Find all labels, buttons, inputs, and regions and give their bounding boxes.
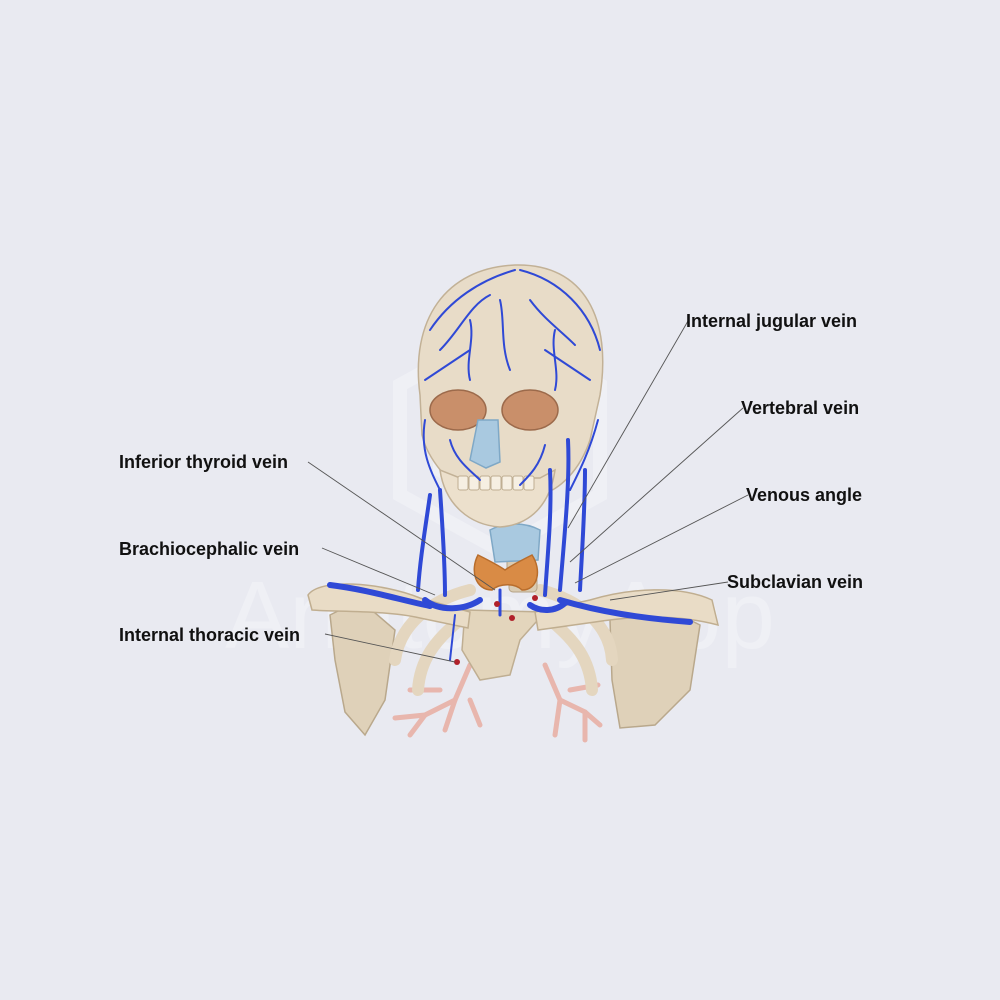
label-venous-angle: Venous angle [746,485,863,505]
label-vertebral-vein: Vertebral vein [741,398,860,418]
right-subclavian [327,582,433,609]
leader-subclavian [609,581,729,601]
leader-brachiocephalic [321,547,436,596]
internal-thoracic [449,614,456,661]
thyroid-gland [473,554,539,591]
nasal-cartilage [469,419,501,469]
leader-vertebral [569,407,744,563]
label-inferior-thyroid-vein: Inferior thyroid vein [119,452,289,472]
left-orbit [501,389,559,431]
skull [417,264,604,528]
teeth [457,475,535,491]
left-vertebral [543,468,553,597]
label-internal-thoracic-vein: Internal thoracic vein [119,625,301,645]
left-external-jugular [578,468,587,592]
leader-venous-angle [574,494,749,584]
left-subclavian [557,597,693,625]
left-clavicle [534,589,720,631]
leader-internal-jugular [567,320,689,529]
right-brachiocephalic [422,597,483,612]
leader-internal-thoracic [324,633,456,663]
right-orbit [429,389,487,431]
label-subclavian-vein: Subclavian vein [727,572,864,592]
label-internal-jugular-vein: Internal jugular vein [686,311,858,331]
right-external-jugular [416,493,432,592]
leader-lines [307,320,749,663]
cranium [417,264,604,496]
left-internal-jugular [558,438,571,592]
arterial-markers [454,595,538,665]
venous-network [327,269,693,661]
scapulae [329,599,701,737]
label-brachiocephalic-vein: Brachiocephalic vein [119,539,300,559]
leader-inferior-thyroid [307,461,496,591]
right-internal-jugular [438,488,447,597]
left-brachiocephalic [527,600,568,613]
